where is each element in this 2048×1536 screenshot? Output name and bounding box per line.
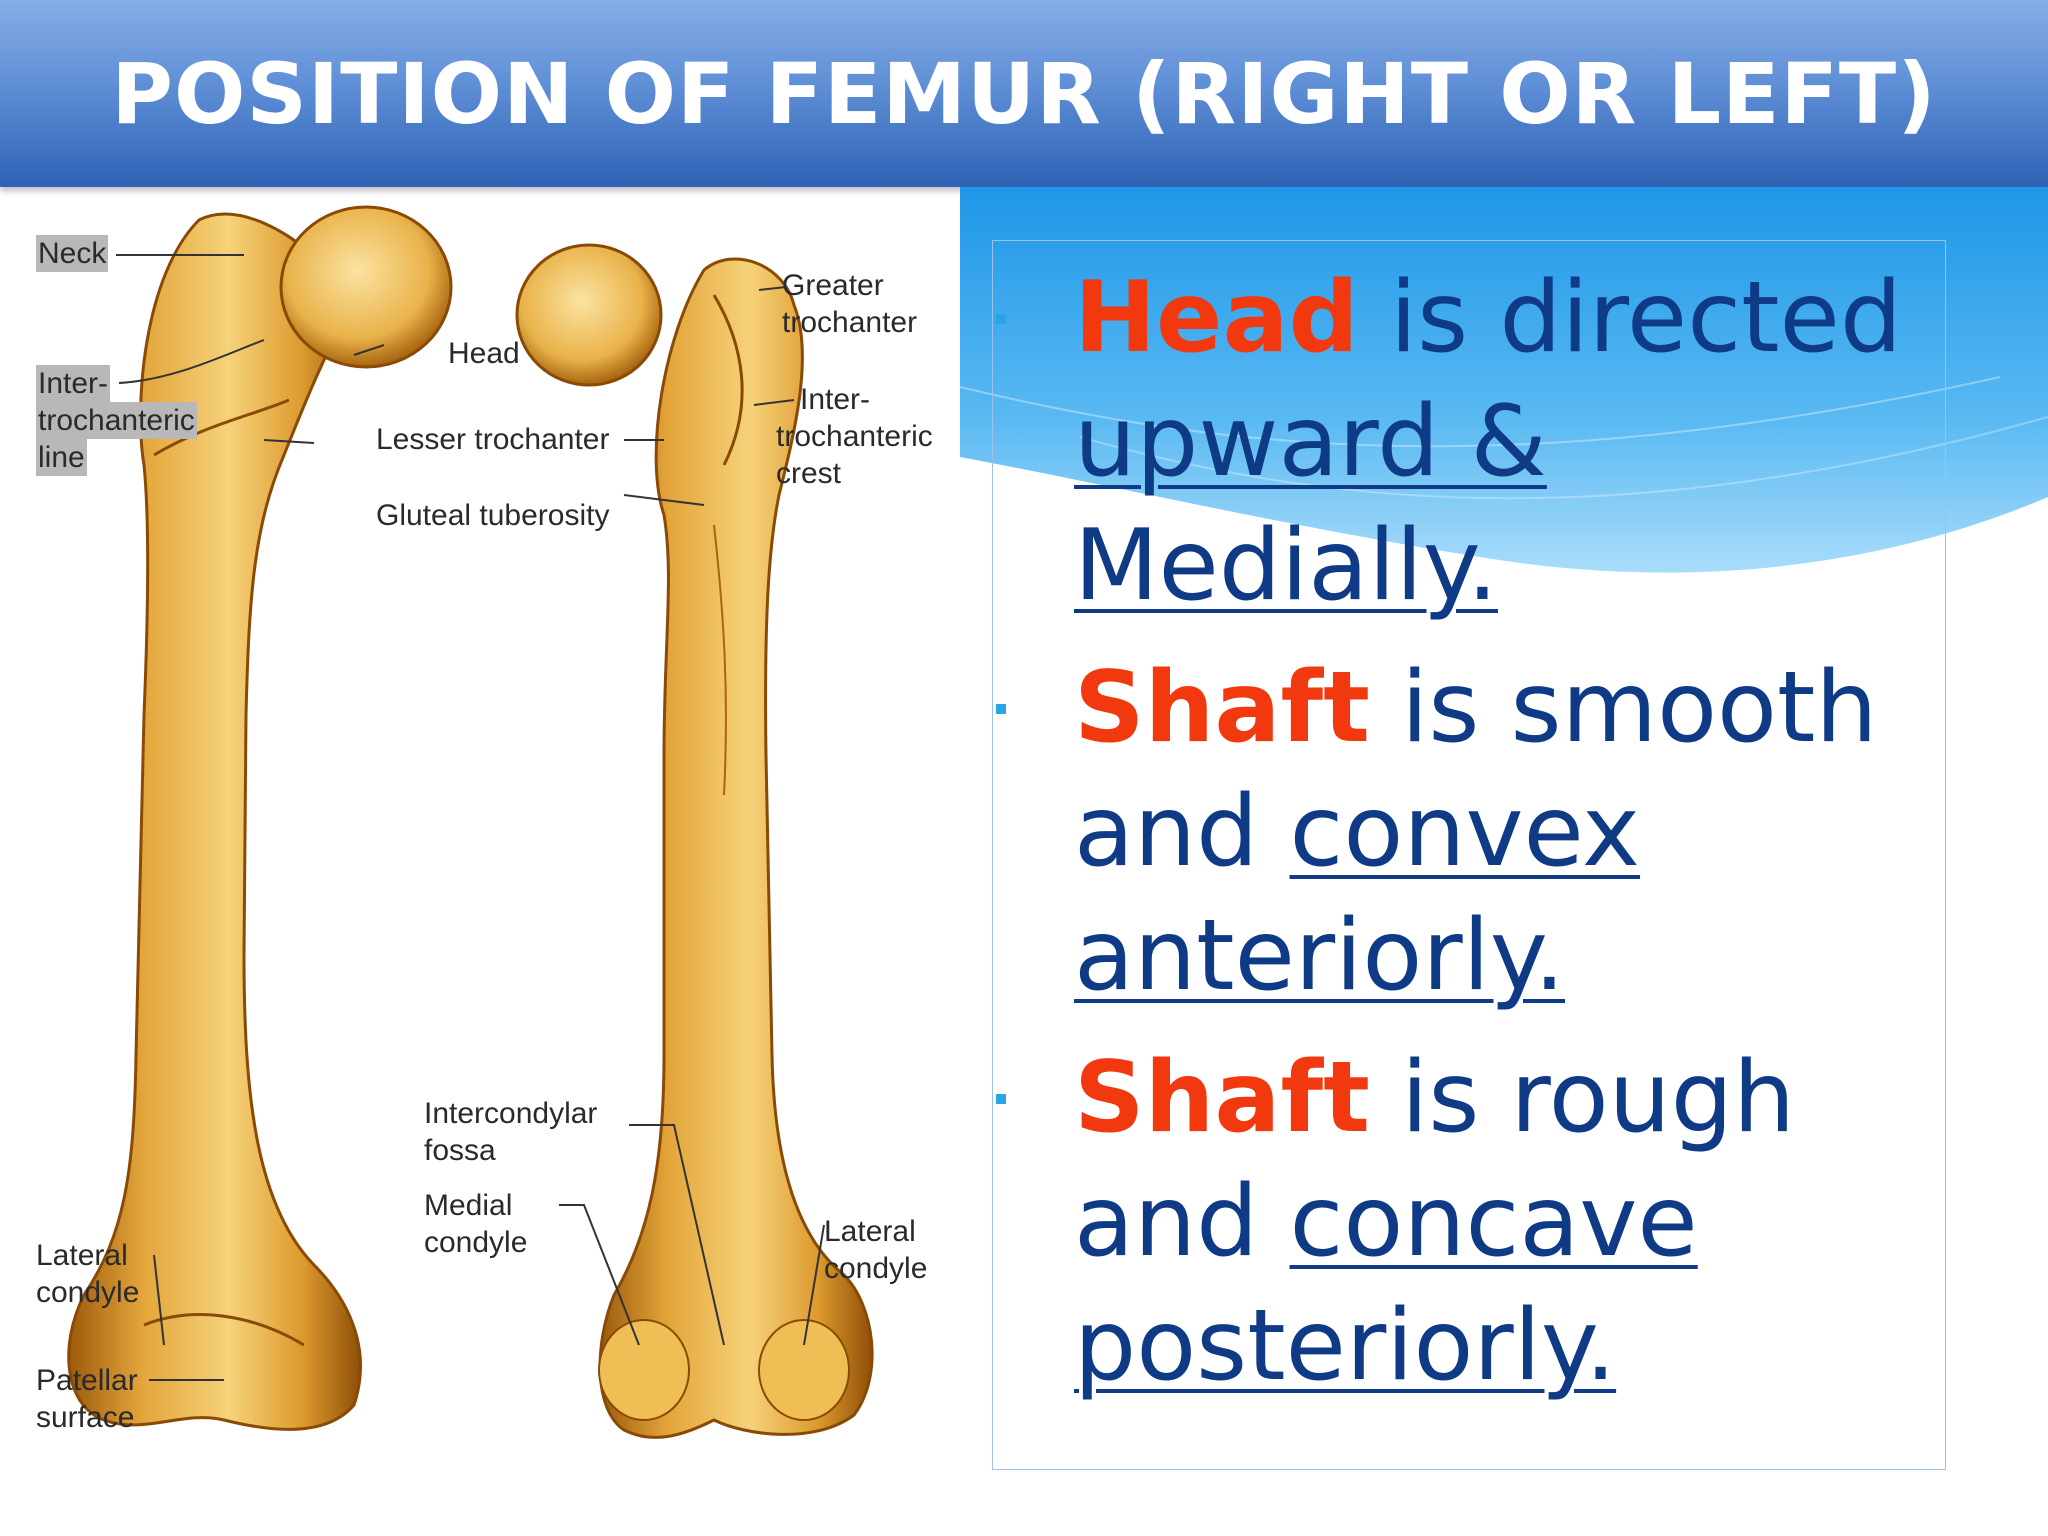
- label-head: Head: [448, 337, 520, 370]
- bullet-head: Head is directed upward & Medially.: [996, 256, 1974, 628]
- slide-title: POSITION OF FEMUR (RIGHT OR LEFT): [111, 44, 1937, 143]
- label-neck: Neck: [36, 235, 109, 272]
- bullet-shaft-anterior: Shaft is smooth and convex anteriorly.: [996, 646, 1974, 1018]
- femur-illustration: [67, 205, 874, 1439]
- leader-lines: [116, 254, 825, 1381]
- decorative-wave: [960, 187, 2048, 573]
- label-gluteal-tuberosity: Gluteal tuberosity: [376, 499, 610, 532]
- title-bar: POSITION OF FEMUR (RIGHT OR LEFT): [0, 0, 2048, 187]
- anterior-femur: [67, 205, 453, 1431]
- bullet-marker: [996, 1094, 1006, 1104]
- posterior-femur: [515, 243, 874, 1439]
- term-head: Head: [1074, 261, 1359, 375]
- bullet-marker: [996, 704, 1006, 714]
- bullet-text-box: [992, 240, 1946, 1470]
- label-lesser-trochanter: Lesser trochanter: [376, 423, 610, 456]
- femoral-head-posterior: [515, 243, 663, 387]
- term-shaft: Shaft: [1074, 651, 1370, 765]
- term-shaft: Shaft: [1074, 1041, 1370, 1155]
- femoral-head: [279, 205, 453, 369]
- bullet-marker: [996, 314, 1006, 324]
- femur-diagram: Neck Head Inter- trochanteric line Lesse…: [24, 195, 964, 1445]
- bullet-shaft-posterior: Shaft is rough and concave posteriorly.: [996, 1036, 1974, 1408]
